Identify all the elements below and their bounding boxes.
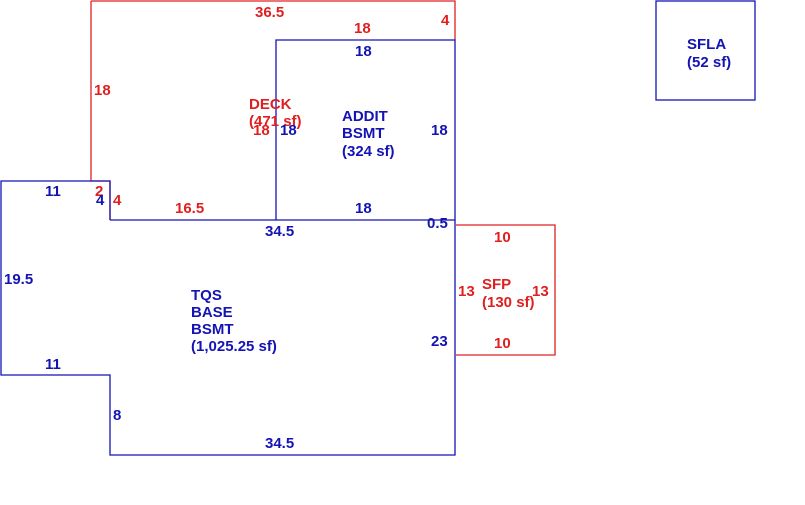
base-title-line1: TQS [191,287,222,304]
base-dim-notch: 8 [113,407,121,424]
base-dim-top-left: 11 [45,183,61,200]
deck-title: DECK [249,96,292,113]
deck-dim-top: 36.5 [255,4,284,21]
sfp-area: (130 sf) [482,294,535,311]
deck-dim-step: 2 [95,183,103,200]
addit-dim-bottom: 18 [355,200,372,217]
sfla-area: (52 sf) [687,54,731,71]
deck-dim-right: 4 [441,12,450,29]
sfp-dim-right: 13 [532,283,549,300]
base-dim-step-bottom: 11 [45,356,61,373]
deck-dim-inner-top: 18 [354,20,371,37]
sfp-dim-top: 10 [494,229,511,246]
deck-dim-bottom: 16.5 [175,200,204,217]
base-dim-bottom: 34.5 [265,435,294,452]
base-dim-left: 19.5 [4,271,33,288]
addit-dim-left: 18 [280,122,297,139]
sfp-dim-left: 13 [458,283,475,300]
sfla-outline [655,0,756,101]
sfp-dim-bottom: 10 [494,335,511,352]
base-dim-right: 23 [431,333,448,350]
base-dim-step: 4 [96,192,105,209]
deck-dim-left: 18 [94,82,111,99]
base-title-line3: BSMT [191,321,234,338]
base-dim-offset: 0.5 [427,215,448,232]
base-bsmt-outline [0,180,456,456]
deck-area: (471 sf) [249,113,302,130]
sfla-title: SFLA [687,36,726,53]
sfp-title: SFP [482,276,511,293]
addit-dim-top: 18 [355,43,372,60]
addit-bsmt-outline [275,39,456,220]
deck-dim-step-b: 4 [113,192,122,209]
base-area: (1,025.25 sf) [191,338,277,355]
addit-title-line1: ADDIT [342,108,388,125]
deck-dim-inner-right: 18 [253,122,270,139]
sfp-outline [456,224,556,356]
base-title-line2: BASE [191,304,233,321]
addit-area: (324 sf) [342,143,395,160]
addit-title-line2: BSMT [342,125,385,142]
addit-dim-right: 18 [431,122,448,139]
base-dim-top-mid: 34.5 [265,223,294,240]
